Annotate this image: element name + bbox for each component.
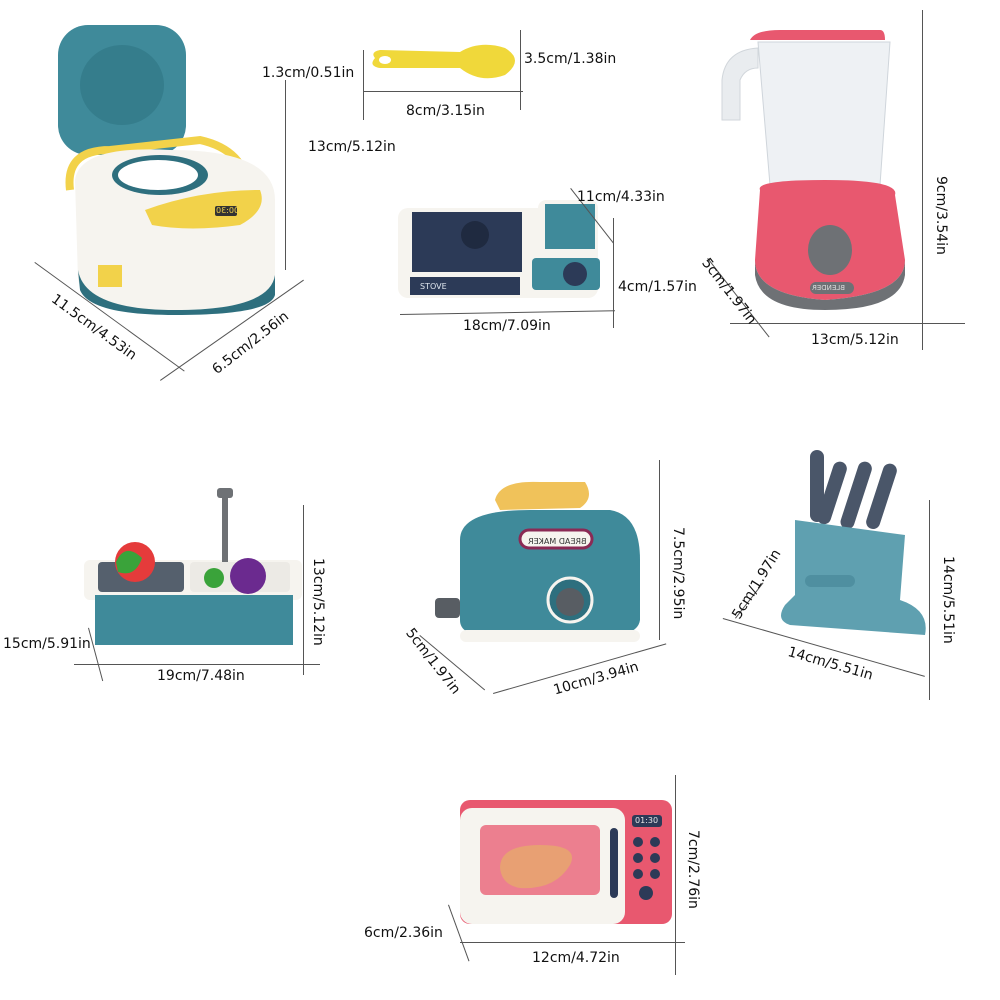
sink bbox=[70, 480, 310, 660]
toaster-brand-text: BREAD MAKER bbox=[528, 537, 587, 546]
toaster: BREAD MAKER bbox=[420, 470, 660, 660]
blender-width-label: 13cm/5.12in bbox=[811, 332, 899, 348]
stove-brand-text: STOVE bbox=[420, 282, 447, 291]
blender-brand-text: BLENDER bbox=[812, 284, 846, 292]
rice-cooker-height-label: 13cm/5.12in bbox=[308, 139, 396, 155]
microwave-height-label: 7cm/2.76in bbox=[685, 830, 701, 909]
blender-illustration bbox=[721, 30, 905, 310]
microwave-display: 01:30 bbox=[635, 816, 659, 825]
microwave-illustration bbox=[460, 800, 672, 924]
knife-block bbox=[770, 440, 940, 660]
toaster-illustration bbox=[435, 481, 640, 642]
rice-cooker: 00:30 11.5cm/4.53in 6.5cm/2.56in 13cm/5.… bbox=[0, 0, 396, 400]
microwave-width-label: 12cm/4.72in bbox=[532, 950, 620, 966]
stove-width-label: 18cm/7.09in bbox=[463, 318, 551, 334]
stove: STOVE bbox=[390, 190, 710, 350]
rice-paddle-thickness-label: 1.3cm/0.51in bbox=[262, 65, 355, 81]
sink-width-label: 19cm/7.48in bbox=[157, 668, 245, 684]
toaster-height-label: 7.5cm/2.95in bbox=[670, 527, 686, 620]
microwave-depth-label: 6cm/2.36in bbox=[364, 925, 443, 941]
blender: BLENDER bbox=[700, 20, 960, 320]
stove-height-label: 4cm/1.57in bbox=[618, 279, 697, 295]
knife-block-illustration bbox=[781, 450, 926, 635]
rice-paddle bbox=[240, 30, 640, 130]
rice-paddle-length-label: 8cm/3.15in bbox=[406, 103, 485, 119]
knife-block-height-label: 14cm/5.51in bbox=[940, 556, 956, 644]
rice-cooker-illustration bbox=[58, 25, 275, 315]
blender-height-label: 9cm/3.54in bbox=[933, 176, 949, 255]
microwave: 01:30 bbox=[450, 790, 680, 930]
sink-illustration bbox=[84, 488, 302, 645]
stove-depth-label: 11cm/4.33in bbox=[577, 189, 665, 205]
toaster-width-label: 10cm/3.94in bbox=[551, 658, 641, 699]
rice-cooker-display: 00:30 bbox=[216, 206, 240, 215]
stove-illustration bbox=[398, 200, 600, 298]
rice-paddle-width-label: 3.5cm/1.38in bbox=[524, 51, 617, 67]
sink-height-label: 13cm/5.12in bbox=[310, 558, 326, 646]
rice-paddle-illustration bbox=[372, 44, 515, 79]
sink-depth-label: 15cm/5.91in bbox=[3, 636, 91, 652]
